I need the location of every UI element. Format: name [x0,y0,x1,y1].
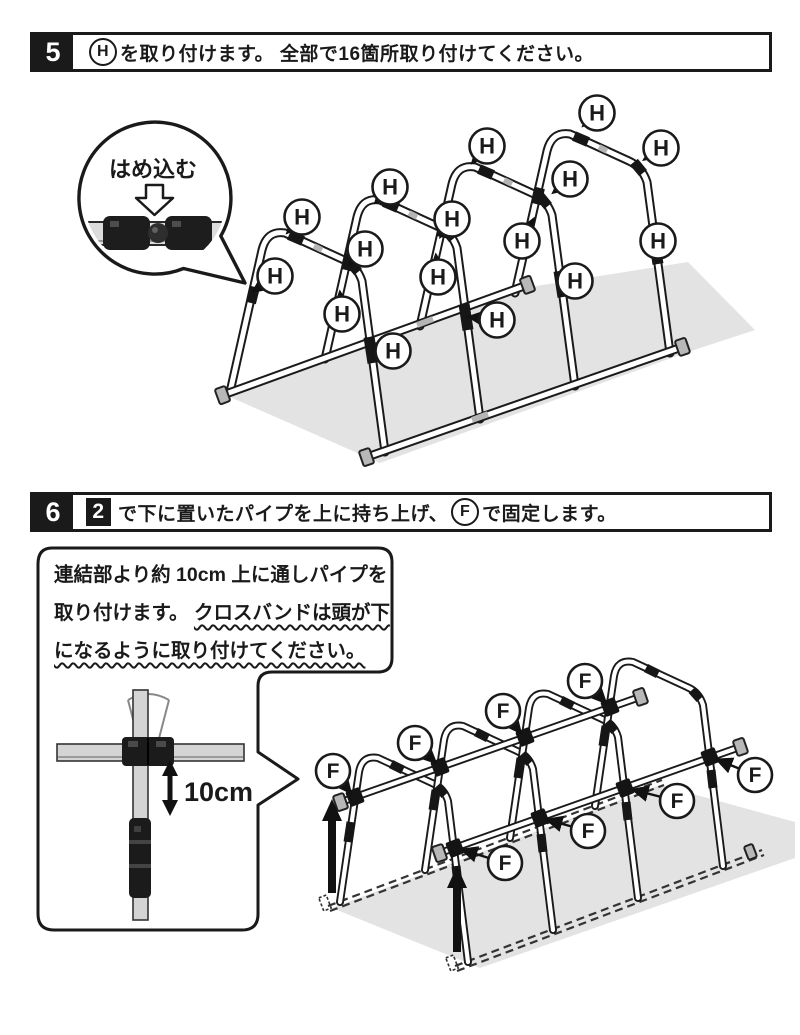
part-label-h: H [444,207,460,232]
fit-callout-bubble: はめ込む [77,120,247,285]
step2-reference-badge: 2 [86,498,111,526]
rail-end-cap [214,385,231,406]
clip-closeup-pipe [84,216,226,250]
callout-label: はめ込む [109,157,197,182]
h-part-labels: H H H H H H H H H H H H H H H H [256,94,680,370]
pipe-end-cap [431,843,448,863]
connector-sleeve [129,818,151,898]
lift-up-arrow [447,866,467,952]
part-label-h: H [562,167,578,192]
part-label-h: H [653,136,669,161]
part-label-h: H [334,302,350,327]
note-line-2-emphasis: クロスバンドは頭が下 [193,602,390,624]
part-label-f: F [409,732,422,755]
part-label-h: H [589,101,605,126]
part-label-f: F [499,852,512,875]
step5-number: 5 [33,35,73,69]
measure-arrow-icon [162,760,178,816]
part-label-f: F [327,760,340,783]
part-f-badge: F [451,498,480,526]
step6-frame-diagram: 10cm [36,546,795,973]
step6-instruction-suffix: で固定します。 [482,503,617,525]
down-arrow-icon [134,183,175,217]
part-label-f: F [497,700,510,723]
pipe-end-cap [632,687,649,707]
part-h-badge: H [89,38,117,66]
part-label-f: F [579,670,592,693]
pipe-end-cap [732,737,749,757]
step5-instruction-text: を取り付けます。 全部で16箇所取り付けてください。 [120,43,594,65]
part-label-h: H [430,265,446,290]
part-label-h: H [479,134,495,159]
part-label-h: H [382,175,398,200]
note-line-3-emphasis: になるように取り付けてください。 [54,640,366,662]
part-label-h: H [357,237,373,262]
part-label-f: F [749,764,762,787]
part-label-h: H [567,269,583,294]
note-line-2: 取り付けます。 クロスバンドは頭が下 [54,602,390,624]
dashed-ground-pipes [317,778,765,973]
part-label-f: F [582,820,595,843]
part-label-h: H [385,339,401,364]
step6-number: 6 [33,495,73,529]
crossband-closeup: 10cm [56,689,253,921]
part-label-f: F [671,790,684,813]
ground-shading [230,262,755,463]
arch-clips [343,663,718,885]
note-line-1: 連結部より約 10cm 上に通しパイプを [54,564,388,586]
note-line-3: になるように取り付けてください。 [54,632,386,670]
part-label-h: H [294,205,310,230]
part-label-h: H [489,308,505,333]
rail-end-cap [358,447,375,467]
ground-shading [332,785,795,968]
f-part-labels: F F F F F F F F [314,662,774,882]
part-label-h: H [650,229,666,254]
measure-label: 10cm [184,777,253,807]
part-label-h: H [514,229,530,254]
step5-frame-diagram: はめ込む [77,94,755,467]
note-bubble-text: 連結部より約 10cm 上に通しパイプを 取り付けます。 クロスバンドは頭が下 … [54,556,390,670]
part-label-h: H [267,264,283,289]
raised-through-pipes [332,687,749,863]
rail-end-cap [519,274,536,295]
lift-up-arrow [322,799,342,893]
arch-hoops [336,657,727,966]
step6-instruction-mid: で下に置いたパイプを上に持ち上げ、 [118,503,449,525]
rail-end-cap [674,337,691,357]
note-bubble [36,546,394,932]
